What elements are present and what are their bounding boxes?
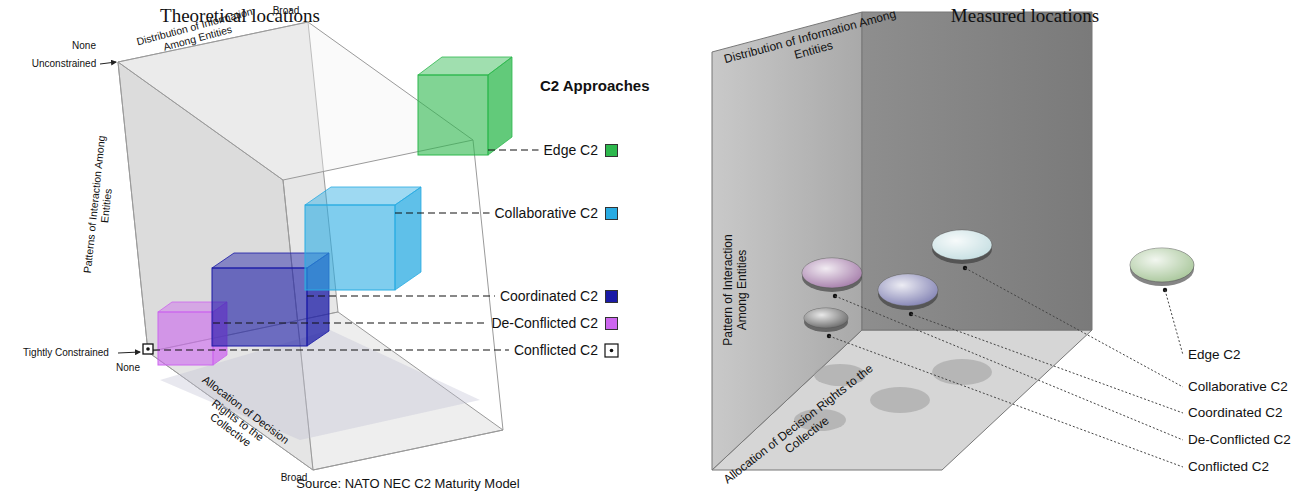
axis-end: None: [72, 40, 96, 52]
disc: [878, 274, 938, 306]
axis-end: Tightly Constrained: [23, 347, 109, 359]
disc: [804, 308, 848, 328]
legend-swatch: [605, 317, 618, 330]
cube-front: [418, 75, 488, 155]
axis-label: Pattern of Interaction Among Entities: [722, 215, 750, 365]
legend-swatch: [605, 144, 618, 157]
disc: [1130, 248, 1194, 282]
axis-label: Patterns of Interaction Among Entities: [81, 134, 120, 276]
measured-discs: [802, 230, 1194, 338]
legend-title: C2 Approaches: [540, 77, 649, 94]
axis-end: None: [116, 362, 140, 374]
disc: [932, 230, 992, 260]
disc-shine: [932, 230, 992, 260]
cube-side: [395, 187, 421, 290]
conflicted-swatch: [605, 344, 618, 357]
leader-line: [911, 314, 1183, 413]
leader-line: [395, 212, 490, 213]
approach-label: De-Conflicted C2: [1188, 432, 1291, 448]
approach-label: Coordinated C2: [1188, 405, 1283, 421]
axis-end: Unconstrained: [32, 58, 96, 70]
leader-line: [488, 149, 539, 150]
cube-front: [212, 268, 307, 346]
cube-front: [158, 312, 213, 365]
legend-label: Conflicted C2: [514, 342, 598, 358]
leader-lines: [153, 150, 1183, 467]
cube-side: [488, 57, 512, 155]
legend-label: De-Conflicted C2: [491, 315, 598, 331]
disc-shine: [878, 274, 938, 306]
disc-shine: [802, 258, 862, 288]
source-note: Source: NATO NEC C2 Maturity Model: [296, 477, 519, 492]
disc-shine: [1130, 248, 1194, 282]
legend-swatch: [605, 290, 618, 303]
axis-end: Broad: [273, 5, 300, 17]
conflicted-marker: [143, 344, 153, 354]
c2-cubes: [158, 57, 512, 365]
leader-line: [965, 268, 1183, 387]
cube-front: [305, 205, 395, 290]
legend-label: Edge C2: [544, 142, 598, 158]
leader-line: [213, 322, 486, 323]
panel-title: Measured locations: [951, 5, 1099, 27]
legend-label: Collaborative C2: [495, 205, 599, 221]
leader-line: [1165, 290, 1183, 355]
measured-cube: [712, 12, 1092, 470]
disc-shine: [804, 308, 848, 328]
legend-label: Coordinated C2: [500, 288, 598, 304]
leader-line: [829, 336, 1183, 467]
approach-label: Edge C2: [1188, 347, 1241, 363]
leader-line: [835, 296, 1183, 440]
approach-label: Collaborative C2: [1188, 379, 1288, 395]
approach-label: Conflicted C2: [1188, 459, 1269, 475]
leader-line: [307, 295, 495, 296]
cube-frame: [118, 22, 503, 470]
legend-swatch: [605, 207, 618, 220]
disc: [802, 258, 862, 288]
leader-line: [153, 349, 509, 350]
